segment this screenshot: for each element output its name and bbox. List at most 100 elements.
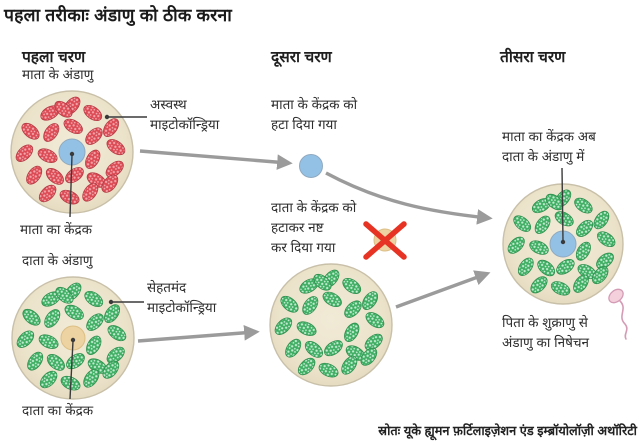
- healthy-mitochondrion: [591, 266, 609, 285]
- healthy-mitochondrion: [537, 259, 556, 277]
- unhealthy-mitochondrion: [45, 168, 64, 185]
- healthy-mitochondrion: [280, 295, 299, 313]
- healthy-mitochondrion: [365, 312, 385, 329]
- healthy-mitochondrion: [86, 313, 104, 331]
- healthy-mitochondrion: [596, 252, 614, 270]
- healthy-mitochondrion: [106, 346, 125, 364]
- page-title: पहला तरीकाः अंडाणु को ठीक करना: [4, 5, 232, 25]
- unhealthy-mitochondrion: [21, 122, 40, 140]
- healthy-mitochondrion: [574, 197, 593, 214]
- pointer-line-donor-nucleus: [69, 337, 76, 400]
- healthy-mitochondrion: [342, 277, 362, 294]
- step3-header: तीसरा चरण: [500, 49, 566, 66]
- unhealthy-mitochondria-group: [15, 96, 126, 205]
- healthy-mitochondrion: [597, 231, 616, 248]
- label-unhealthy-mitochondria: अस्वस्थ माइटोकॉन्ड्रिया: [150, 97, 220, 132]
- unhealthy-mitochondrion: [101, 174, 119, 193]
- label-donor-nucleus: दाता का केंद्रक: [22, 403, 94, 418]
- unhealthy-mitochondrion: [15, 144, 34, 162]
- arrow-mother-egg-to-nucleus: [139, 149, 293, 170]
- healthy-mitochondrion: [297, 357, 316, 376]
- step1-header: पहला चरण: [22, 49, 86, 66]
- label-mother-nucleus: माता का केंद्रक: [20, 222, 93, 237]
- healthy-mitochondrion: [83, 368, 100, 388]
- arrow-enucleated-to-reconstructed: [395, 270, 491, 309]
- reconstructed-mitochondria-group: [507, 189, 616, 296]
- healthy-mitochondrion: [46, 354, 65, 371]
- sperm-icon: [608, 288, 628, 340]
- red-cross-icon: [363, 221, 407, 260]
- arrow-nucleus-to-donor-egg: [325, 171, 493, 225]
- enucleated-mitochondria-group: [274, 269, 385, 378]
- healthy-mitochondrion: [573, 274, 589, 293]
- label-nucleus-transferred: माता का केंद्रक अब दाता के अंडाणु में: [502, 129, 596, 164]
- healthy-mitochondrion: [360, 347, 378, 366]
- pointer-line-transferred-nucleus: [560, 167, 566, 245]
- healthy-mitochondrion: [86, 335, 102, 355]
- healthy-mitochondrion: [529, 240, 549, 255]
- healthy-mitochondrion: [285, 338, 302, 358]
- unhealthy-mitochondrion: [38, 184, 57, 203]
- healthy-mitochondrion: [534, 215, 551, 234]
- healthy-mitochondrion: [556, 258, 575, 275]
- healthy-mitochondrion: [341, 355, 358, 375]
- healthy-mitochondrion: [322, 291, 342, 308]
- healthy-mitochondria-group: [16, 282, 127, 391]
- unhealthy-mitochondrion: [43, 123, 60, 142]
- healthy-mitochondrion: [344, 322, 360, 342]
- unhealthy-mitochondrion: [26, 165, 43, 185]
- unhealthy-mitochondrion: [82, 182, 99, 202]
- source-credit: स्रोतः यूके ह्यूमन फ़र्टिलाइज़ेशन एंड इम…: [378, 423, 637, 438]
- unhealthy-mitochondrion: [85, 127, 103, 145]
- healthy-mitochondrion: [274, 317, 293, 335]
- healthy-mitochondrion: [318, 362, 339, 378]
- unhealthy-mitochondrion: [59, 189, 80, 205]
- healthy-mitochondrion: [364, 333, 383, 351]
- healthy-mitochondrion: [304, 341, 323, 358]
- healthy-mitochondrion: [104, 304, 121, 323]
- healthy-mitochondrion: [517, 257, 534, 276]
- unhealthy-mitochondrion: [63, 118, 83, 135]
- healthy-mitochondrion: [22, 308, 41, 326]
- removed-mother-nucleus-dot: [299, 154, 323, 178]
- healthy-mitochondrion: [102, 360, 120, 379]
- healthy-mitochondrion: [576, 219, 594, 237]
- label-mother-nucleus-removed: माता के केंद्रक को हटा दिया गया: [271, 97, 358, 132]
- label-donor-nucleus-destroyed: दाता के केंद्रक को हटाकर नष्ट कर दिया गय…: [271, 200, 357, 255]
- step1-subtitle: माता के अंडाणु: [22, 67, 94, 82]
- arrow-donor-egg-to-enucleated: [137, 325, 260, 343]
- healthy-mitochondrion: [302, 296, 319, 315]
- unhealthy-mitochondrion: [83, 104, 103, 121]
- healthy-mitochondrion: [16, 330, 35, 348]
- healthy-mitochondrion: [324, 340, 343, 357]
- healthy-mitochondrion: [44, 309, 61, 328]
- unhealthy-mitochondrion: [106, 139, 126, 156]
- pointer-line-healthy-mito: [108, 299, 144, 305]
- healthy-mitochondrion: [362, 291, 379, 310]
- healthy-mitochondrion: [27, 351, 44, 371]
- unhealthy-mitochondrion: [54, 100, 73, 118]
- healthy-mitochondrion: [296, 321, 317, 336]
- unhealthy-mitochondrion: [105, 160, 124, 178]
- healthy-mitochondrion: [530, 276, 548, 294]
- healthy-mitochondrion: [84, 290, 104, 307]
- healthy-mitochondrion: [64, 304, 84, 321]
- healthy-mitochondrion: [344, 300, 362, 318]
- healthy-mitochondrion: [507, 236, 525, 254]
- label-fertilization: पिता के शुक्राणु से अंडाणु का निषेचन: [502, 315, 590, 350]
- healthy-mitochondrion: [107, 325, 127, 342]
- label-donor-egg: दाता के अंडाणु: [22, 253, 93, 268]
- unhealthy-mitochondrion: [37, 148, 58, 163]
- label-healthy-mitochondria: सेहतमंद माइटोकॉन्ड्रिया: [147, 280, 217, 315]
- healthy-mitochondrion: [554, 211, 574, 227]
- unhealthy-mitochondrion: [103, 118, 120, 137]
- healthy-mitochondrion: [575, 241, 591, 261]
- unhealthy-mitochondrion: [85, 149, 101, 169]
- healthy-mitochondrion: [550, 281, 571, 296]
- step2-header: दूसरा चरण: [271, 49, 332, 66]
- healthy-mitochondrion: [593, 210, 610, 230]
- healthy-mitochondrion: [38, 334, 59, 349]
- pointer-line-unhealthy-mito: [104, 114, 147, 120]
